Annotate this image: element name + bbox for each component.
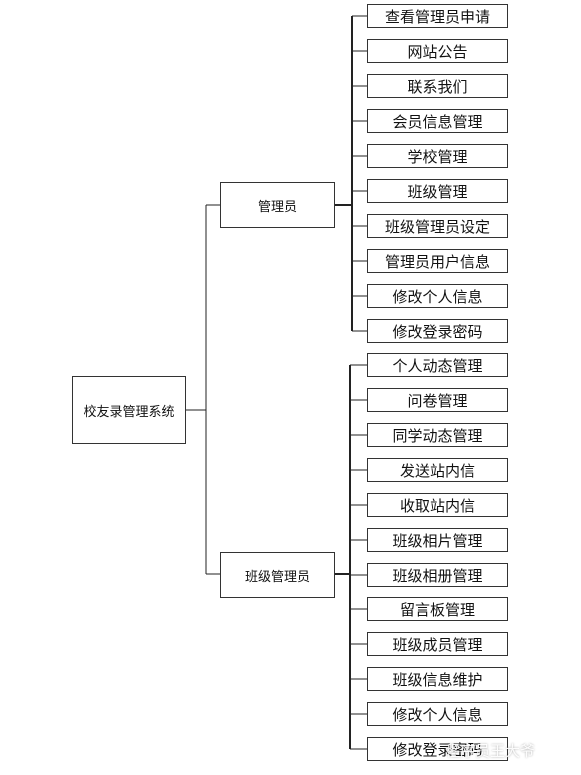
leaf-label: 班级信息维护 <box>392 670 483 689</box>
group-label: 班级管理员 <box>244 569 310 585</box>
leaf-node: 修改个人信息 <box>367 702 508 726</box>
leaf-label: 发送站内信 <box>399 461 475 480</box>
leaf-label: 收取站内信 <box>399 496 475 515</box>
leaf-node: 查看管理员申请 <box>367 4 508 28</box>
leaf-node: 修改登录密码 <box>367 319 508 343</box>
leaf-node: 会员信息管理 <box>367 109 508 133</box>
group-node-class-admin: 班级管理员 <box>220 552 335 598</box>
leaf-node: 班级相册管理 <box>367 563 508 587</box>
leaf-label: 班级管理 <box>407 182 468 201</box>
leaf-label: 班级相册管理 <box>392 566 483 585</box>
leaf-label: 联系我们 <box>407 77 468 96</box>
leaf-label: 留言板管理 <box>399 600 475 619</box>
leaf-label: 班级成员管理 <box>392 635 483 654</box>
leaf-label: 修改登录密码 <box>392 322 483 341</box>
leaf-node: 班级管理员设定 <box>367 214 508 238</box>
leaf-label: 同学动态管理 <box>392 426 483 445</box>
group-node-admin: 管理员 <box>220 182 335 228</box>
leaf-node: 班级管理 <box>367 179 508 203</box>
leaf-label: 网站公告 <box>407 42 468 61</box>
leaf-label: 修改个人信息 <box>392 705 483 724</box>
leaf-node: 留言板管理 <box>367 597 508 621</box>
leaf-node: 班级成员管理 <box>367 632 508 656</box>
root-node: 校友录管理系统 <box>72 376 186 444</box>
leaf-node: 发送站内信 <box>367 458 508 482</box>
leaf-node: 同学动态管理 <box>367 423 508 447</box>
leaf-label: 查看管理员申请 <box>384 7 490 26</box>
leaf-node: 管理员用户信息 <box>367 249 508 273</box>
leaf-node: 收取站内信 <box>367 493 508 517</box>
leaf-node: 网站公告 <box>367 39 508 63</box>
leaf-node: 班级信息维护 <box>367 667 508 691</box>
leaf-label: 个人动态管理 <box>392 356 483 375</box>
leaf-node: 联系我们 <box>367 74 508 98</box>
leaf-label: 问卷管理 <box>407 391 468 410</box>
leaf-label: 班级相片管理 <box>392 531 483 550</box>
root-label: 校友录管理系统 <box>83 404 175 420</box>
leaf-node: 修改登录密码 <box>367 737 508 761</box>
leaf-label: 学校管理 <box>407 147 468 166</box>
leaf-label: 会员信息管理 <box>392 112 483 131</box>
watermark: 程序员王大爷 <box>445 742 536 760</box>
leaf-node: 个人动态管理 <box>367 353 508 377</box>
leaf-label: 管理员用户信息 <box>384 252 490 271</box>
leaf-node: 班级相片管理 <box>367 528 508 552</box>
group-label: 管理员 <box>257 199 297 215</box>
leaf-node: 学校管理 <box>367 144 508 168</box>
leaf-label: 修改登录密码 <box>392 740 483 759</box>
leaf-label: 修改个人信息 <box>392 287 483 306</box>
leaf-node: 修改个人信息 <box>367 284 508 308</box>
leaf-label: 班级管理员设定 <box>384 217 490 236</box>
leaf-node: 问卷管理 <box>367 388 508 412</box>
